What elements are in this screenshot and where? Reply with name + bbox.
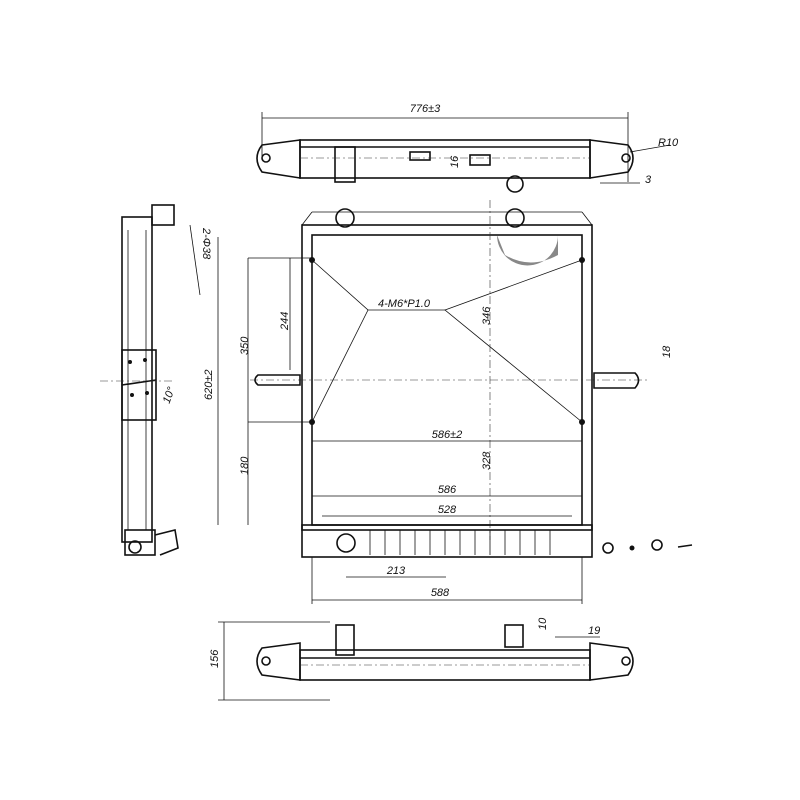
dim-offset: 3 [645, 174, 652, 186]
dim-h346: 346 [481, 306, 493, 325]
dim-depth: 156 [209, 649, 221, 668]
side-view: 10° 2-Φ38 [100, 204, 212, 556]
dim-h328: 328 [481, 451, 493, 470]
dim-height-total: 620±2 [203, 369, 215, 400]
dim-w528: 528 [438, 504, 457, 516]
top-view: 776±3 R10 3 16 [256, 103, 679, 193]
dim-b10: 10 [537, 617, 549, 630]
dim-w586-tol: 586±2 [432, 429, 463, 441]
dim-h244: 244 [279, 312, 291, 331]
dim-top-width: 776±3 [410, 103, 441, 115]
dim-h350: 350 [239, 336, 251, 355]
bottom-view: 156 10 19 [209, 617, 634, 701]
dim-radius: R10 [658, 137, 679, 149]
dim-h180: 180 [239, 456, 251, 475]
dim-b19: 19 [588, 625, 600, 637]
dim-top-small: 16 [449, 155, 461, 168]
dim-w213: 213 [386, 565, 406, 577]
dim-pipe: 2-Φ38 [200, 227, 212, 260]
dim-w588: 588 [431, 587, 450, 599]
dim-w586: 586 [438, 484, 457, 496]
front-view: 4-M6*P1.0 620±2 350 244 180 346 328 18 [203, 200, 693, 604]
dim-angle: 10° [161, 385, 178, 405]
dim-bracket: 18 [661, 345, 673, 358]
dim-thread: 4-M6*P1.0 [378, 298, 431, 310]
